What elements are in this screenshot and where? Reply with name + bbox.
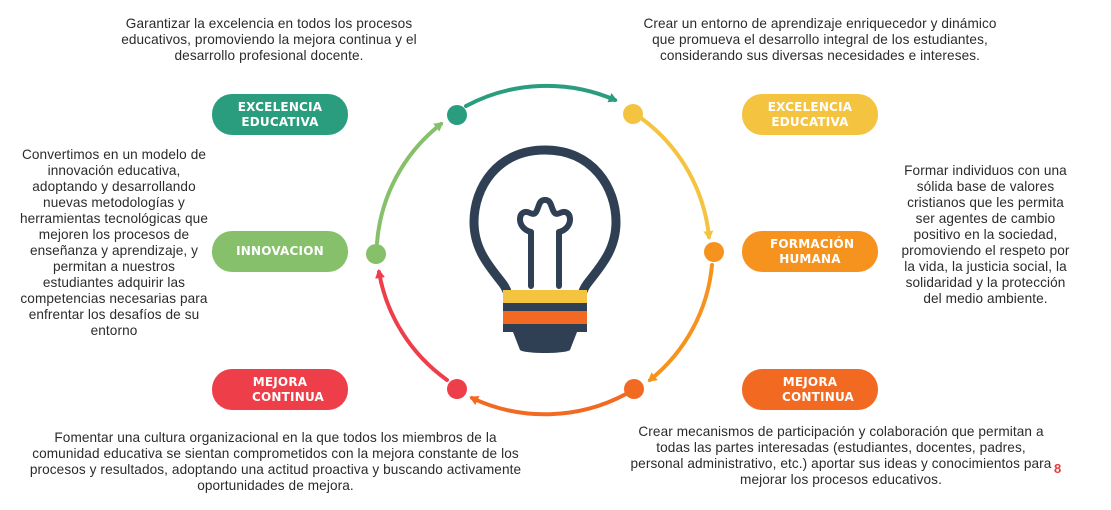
node-top-left xyxy=(447,105,467,125)
pill-label: INNOVACION xyxy=(236,244,324,258)
pill-label: FORMACIÓN HUMANA xyxy=(770,236,855,266)
bottom-right-text: Crear mecanismos de participación y cola… xyxy=(630,424,1052,487)
pill-label: MEJORA CONTINUA xyxy=(782,374,855,404)
node-top-right xyxy=(623,104,643,124)
pill-formacion-humana: FORMACIÓN HUMANA xyxy=(742,231,878,272)
arc-left-lower xyxy=(375,269,449,382)
arc-right-lower xyxy=(647,263,714,382)
node-bottom-right xyxy=(624,379,644,399)
arc-left-upper xyxy=(375,122,444,245)
arc-top xyxy=(464,83,618,108)
pill-excelencia-educativa-left: EXCELENCIA EDUCATIVA xyxy=(212,94,348,135)
page-number: 8 xyxy=(1054,461,1062,476)
lightbulb-icon xyxy=(469,145,621,353)
pill-excelencia-educativa-right: EXCELENCIA EDUCATIVA xyxy=(742,94,878,135)
pill-label: MEJORA CONTINUA xyxy=(252,374,325,404)
top-right-text: Crear un entorno de aprendizaje enriquec… xyxy=(643,16,997,63)
pill-mejora-continua-right: MEJORA CONTINUA xyxy=(742,369,878,410)
arc-bottom xyxy=(469,392,628,417)
pill-innovacion: INNOVACION xyxy=(212,231,348,272)
node-bottom-left xyxy=(447,379,467,399)
pill-label: EXCELENCIA EDUCATIVA xyxy=(767,99,853,129)
mid-left-text: Convertimos en un modelo de innovación e… xyxy=(19,147,209,338)
pill-label: EXCELENCIA EDUCATIVA xyxy=(237,99,323,129)
node-right xyxy=(704,242,724,262)
arc-right-upper xyxy=(639,116,714,240)
pill-mejora-continua-left: MEJORA CONTINUA xyxy=(212,369,348,410)
top-left-text: Garantizar la excelencia en todos los pr… xyxy=(121,16,417,63)
bottom-left-text: Fomentar una cultura organizacional en l… xyxy=(29,430,522,493)
mid-right-text: Formar individuos con una sólida base de… xyxy=(901,163,1070,306)
node-left xyxy=(366,244,386,264)
